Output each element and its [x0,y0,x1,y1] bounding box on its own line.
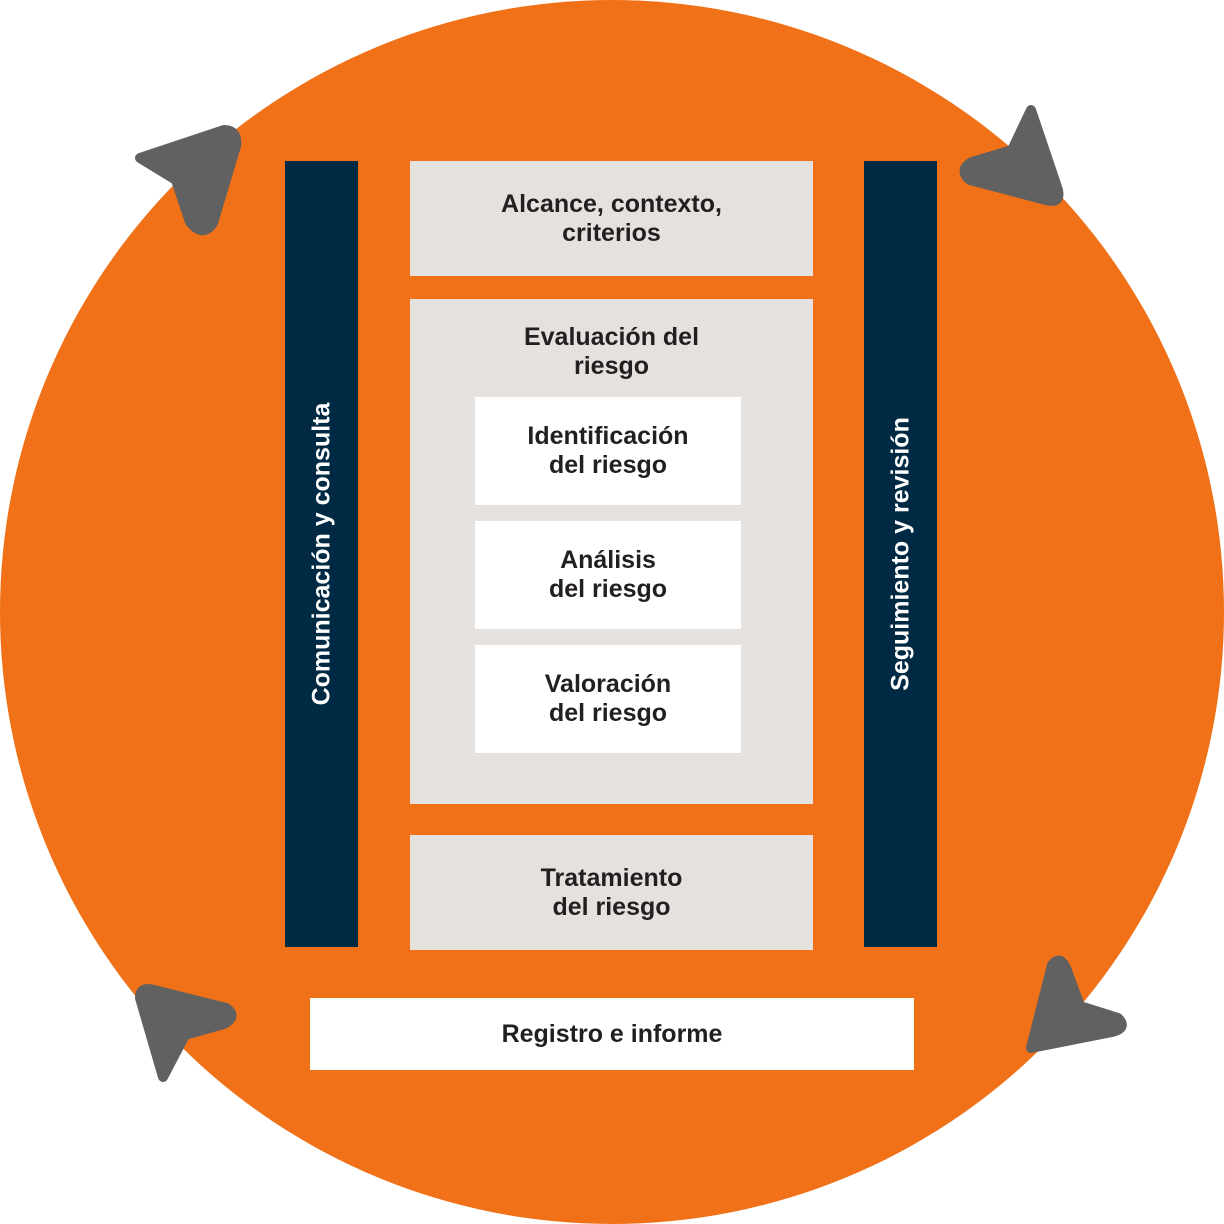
arrowhead-icon [1026,955,1127,1053]
risk-analysis-box: Análisis del riesgo [475,521,741,629]
risk-treatment-box: Tratamiento del riesgo [410,835,813,950]
scope-context-criteria-box: Alcance, contexto, criterios [410,161,813,276]
arrowhead-icon [959,105,1064,206]
record-report-box: Registro e informe [310,998,914,1070]
risk-assessment-title: Evaluación del riesgo [523,323,700,380]
monitoring-bar: Seguimiento y revisión [864,161,937,947]
record-report-label: Registro e informe [501,1019,723,1048]
arrowhead-icon [135,984,237,1082]
risk-identification-label: Identificación del riesgo [527,422,689,479]
communication-bar: Comunicación y consulta [285,161,358,947]
risk-evaluation-label: Valoración del riesgo [544,670,672,727]
monitoring-bar-label: Seguimiento y revisión [886,417,914,691]
scope-context-criteria-label: Alcance, contexto, criterios [501,189,722,247]
risk-evaluation-box: Valoración del riesgo [475,645,741,753]
communication-bar-label: Comunicación y consulta [307,402,335,706]
arrowhead-icon [135,125,242,236]
risk-analysis-label: Análisis del riesgo [548,546,668,603]
risk-identification-box: Identificación del riesgo [475,397,741,505]
risk-treatment-label: Tratamiento del riesgo [540,863,683,921]
